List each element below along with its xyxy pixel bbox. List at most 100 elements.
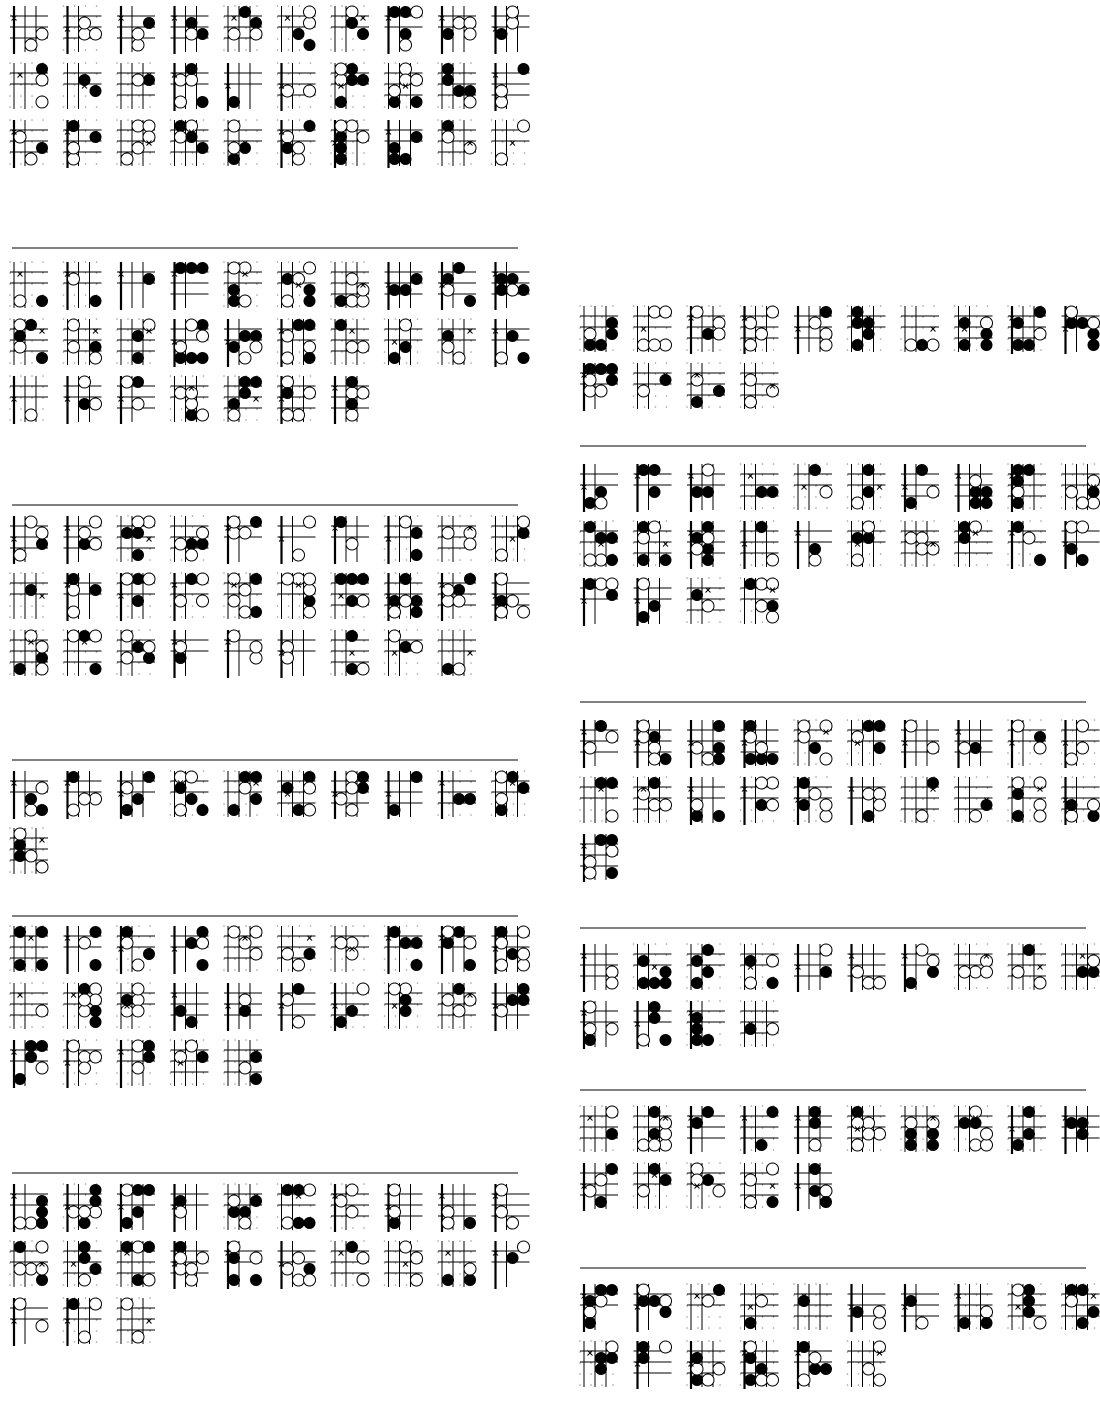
grid-dot: [330, 119, 332, 121]
white-stone: [14, 1263, 26, 1275]
black-stone: [175, 120, 187, 132]
black-stone: [197, 538, 209, 550]
grid-dot: [633, 1206, 635, 1208]
grid-dot: [149, 616, 151, 618]
grid-dot: [1072, 719, 1074, 721]
go-diagram: [9, 62, 48, 109]
grid-dot: [310, 62, 312, 64]
go-diagram: [740, 577, 779, 624]
grid-dot: [96, 62, 98, 64]
white-stone: [981, 317, 993, 329]
grid-dot: [363, 62, 365, 64]
grid-dot: [223, 1039, 225, 1041]
grid-dot: [880, 507, 882, 509]
grid-dot: [804, 507, 806, 509]
white-stone: [90, 793, 102, 805]
grid-dot: [277, 616, 279, 618]
grid-dot: [612, 1149, 614, 1151]
grid-dot: [470, 362, 472, 364]
go-diagram: [1061, 463, 1100, 510]
grid-dot: [762, 564, 764, 566]
grid-dot: [192, 375, 194, 377]
grid-dot: [987, 987, 989, 989]
go-diagram: [9, 982, 48, 1029]
go-diagram: [384, 318, 423, 365]
grid-dot: [245, 969, 247, 971]
grid-dot: [686, 976, 688, 978]
go-diagram: [687, 720, 725, 768]
grid-dot: [773, 1327, 775, 1329]
grid-dot: [719, 1384, 721, 1386]
go-diagram: [686, 1000, 725, 1049]
grid-dot: [245, 572, 247, 574]
grid-dot: [697, 943, 699, 945]
white-stone: [357, 284, 369, 296]
white-stone: [1034, 777, 1046, 789]
black-stone: [464, 1217, 476, 1229]
grid-dot: [579, 1105, 581, 1107]
black-stone: [79, 630, 91, 642]
grid-dot: [719, 362, 721, 364]
black-stone: [186, 409, 198, 421]
go-diagram: [171, 1241, 209, 1289]
grid-dot: [1018, 1327, 1020, 1329]
black-stone: [981, 486, 993, 498]
white-stone: [79, 376, 91, 388]
grid-dot: [149, 1026, 151, 1028]
go-diagram: [116, 1039, 155, 1088]
black-stone: [304, 1263, 316, 1275]
grid-dot: [858, 752, 860, 754]
black-stone: [649, 1295, 661, 1307]
grid-dot: [644, 1206, 646, 1208]
grid-dot: [922, 1149, 924, 1151]
black-stone: [496, 28, 508, 40]
go-diagram: [1007, 776, 1046, 823]
grid-dot: [697, 621, 699, 623]
grid-dot: [223, 803, 225, 805]
grid-dot: [601, 1340, 603, 1342]
grid-dot: [96, 5, 98, 7]
go-diagram: [740, 1000, 779, 1047]
black-stone: [250, 376, 262, 388]
grid-dot: [751, 610, 753, 612]
grid-dot: [666, 362, 668, 364]
grid-dot: [773, 820, 775, 822]
grid-dot: [793, 776, 795, 778]
black-stone: [606, 1128, 618, 1140]
black-stone: [197, 1051, 209, 1063]
black-stone: [702, 486, 714, 498]
grid-dot: [256, 1216, 258, 1218]
grid-dot: [341, 362, 343, 364]
white-stone: [927, 1117, 939, 1129]
black-stone: [638, 554, 650, 566]
grid-dot: [223, 925, 225, 927]
grid-dot: [85, 1297, 87, 1299]
grid-dot: [686, 621, 688, 623]
go-diagram: [278, 516, 316, 564]
grid-dot: [96, 106, 98, 108]
grid-dot: [708, 1340, 710, 1342]
grid-dot: [384, 1284, 386, 1286]
go-diagram: [223, 5, 262, 52]
black-stone: [809, 464, 821, 476]
grid-dot: [666, 1105, 668, 1107]
grid-dot: [965, 820, 967, 822]
white-stone: [25, 630, 37, 642]
black-stone: [660, 753, 672, 765]
grid-dot: [633, 943, 635, 945]
white-stone: [970, 810, 982, 822]
white-stone: [584, 856, 596, 868]
white-stone: [250, 1252, 262, 1264]
grid-dot: [310, 375, 312, 377]
grid-dot: [922, 1105, 924, 1107]
go-diagram: [171, 926, 209, 974]
grid-dot: [330, 969, 332, 971]
white-stone: [400, 983, 412, 995]
grid-dot: [9, 318, 11, 320]
go-diagram: [63, 318, 102, 365]
go-diagram: [9, 318, 48, 365]
go-diagram: [954, 305, 993, 352]
grid-dot: [751, 463, 753, 465]
grid-dot: [708, 1162, 710, 1164]
go-diagram: [116, 318, 155, 365]
